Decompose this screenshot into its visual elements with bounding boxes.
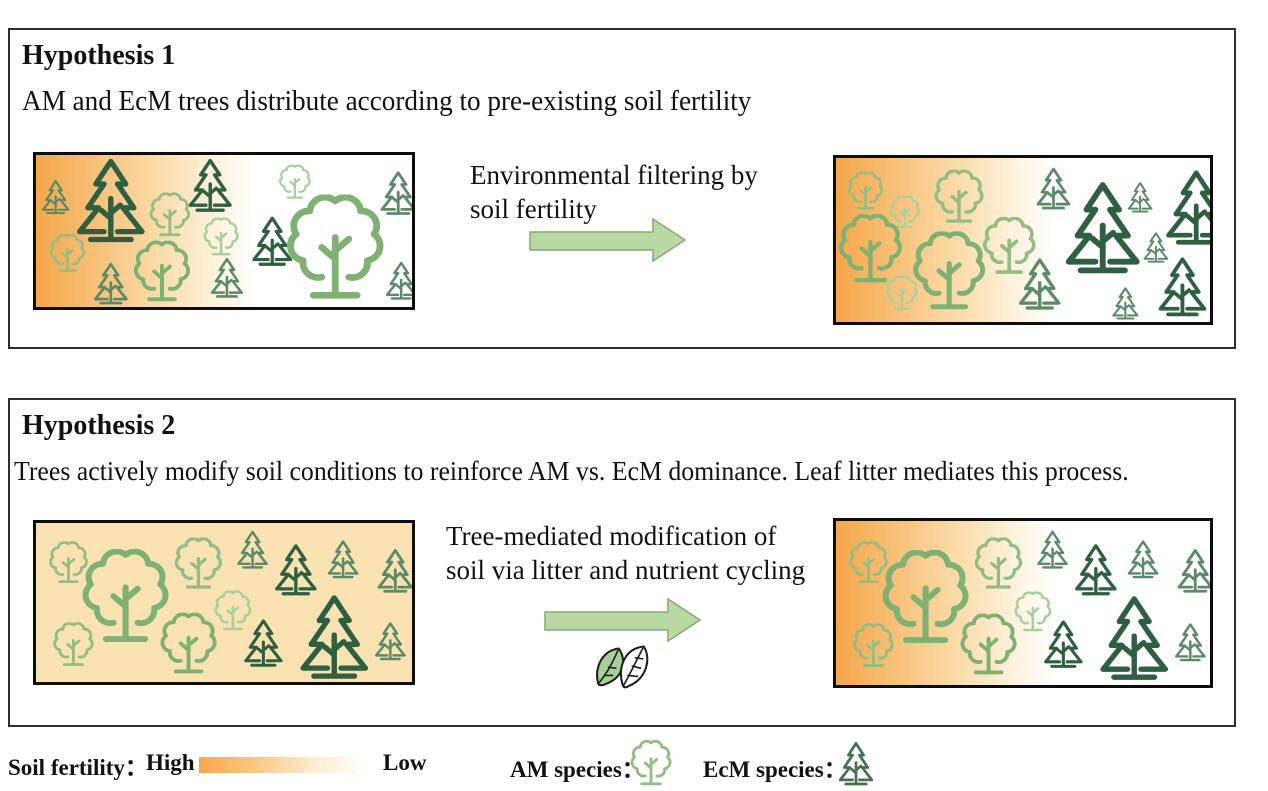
am-tree-icon — [886, 275, 918, 310]
ecm-tree-icon — [210, 257, 244, 298]
am-tree-icon — [49, 541, 88, 584]
am-tree-icon — [849, 541, 888, 584]
legend-am-species-label: AM species： — [510, 757, 645, 782]
am-tree-icon — [160, 612, 217, 674]
ecm-tree-icon — [244, 619, 283, 667]
hypothesis2-subtitle: Trees actively modify soil conditions to… — [14, 456, 1129, 486]
am-tree-icon — [853, 623, 894, 667]
soil-fertility-gradient-bar — [199, 757, 365, 773]
ecm-tree-icon — [1127, 182, 1153, 213]
am-tree-icon — [889, 195, 920, 228]
am-tree-icon — [841, 216, 900, 280]
h2-arrow-label-line2: soil via litter and nutrient cycling — [446, 555, 806, 585]
am-tree-icon — [630, 740, 672, 786]
h1-arrow-label-line1: Environmental filtering by — [470, 160, 758, 190]
h1-arrow-label-line2: soil fertility — [470, 194, 597, 224]
ecm-tree-icon — [93, 262, 128, 305]
am-tree-icon — [86, 552, 166, 640]
ecm-tree-icon — [327, 540, 359, 579]
legend-low-label: Low — [383, 750, 427, 775]
am-tree-icon — [279, 164, 311, 199]
am-tree-icon — [174, 537, 223, 589]
ecm-tree-icon — [237, 530, 268, 569]
leaf-litter-icon — [596, 645, 649, 689]
h2-left-trees — [49, 530, 412, 682]
am-tree-icon — [290, 197, 380, 295]
h1-sorted-forest-panel — [833, 155, 1213, 325]
ecm-tree-icon — [1103, 599, 1165, 677]
right-arrow-icon — [529, 217, 687, 263]
h1-arrow-label: Environmental filtering by soil fertilit… — [470, 158, 758, 226]
h2-uniform-soil-panel — [33, 520, 415, 685]
am-tree-icon — [203, 217, 239, 256]
right-arrow-icon — [544, 597, 702, 643]
am-tree-icon — [214, 590, 252, 631]
ecm-tree-icon — [1075, 544, 1117, 596]
h2-modified-soil-panel — [833, 518, 1213, 688]
am-tree-icon — [53, 622, 94, 666]
ecm-tree-icon — [41, 180, 70, 215]
h2-arrow-label: Tree-mediated modification of soil via l… — [446, 519, 805, 587]
am-tree-icon — [916, 233, 983, 306]
ecm-tree-icon — [1036, 167, 1071, 210]
am-tree-icon — [49, 233, 86, 272]
h2-right-trees — [849, 530, 1210, 685]
ecm-tree-icon — [1037, 530, 1068, 569]
ecm-tree-icon — [303, 598, 365, 676]
hypothesis1-title: Hypothesis 1 — [22, 40, 176, 71]
legend-soil-fertility-label: Soil fertility： — [8, 755, 148, 780]
ecm-tree-icon — [1112, 287, 1139, 320]
am-tree-icon — [982, 216, 1036, 274]
am-tree-icon — [1014, 591, 1052, 632]
ecm-tree-icon — [1174, 623, 1206, 662]
ecm-tree-icon — [1158, 257, 1207, 317]
ecm-tree-icon — [275, 544, 317, 596]
legend-ecm-species-label: EcM species： — [703, 757, 847, 782]
am-tree-icon — [934, 169, 984, 223]
ecm-tree-icon — [1018, 258, 1061, 310]
ecm-tree-icon — [838, 742, 874, 786]
am-tree-icon — [960, 613, 1017, 675]
ecm-tree-icon — [385, 261, 412, 300]
hypothesis1-subtitle: AM and EcM trees distribute according to… — [22, 86, 752, 117]
ecm-tree-icon — [1069, 185, 1137, 270]
ecm-tree-icon — [1169, 173, 1210, 242]
legend-high-label: High — [146, 750, 195, 775]
am-tree-icon — [974, 537, 1023, 589]
am-tree-icon — [133, 240, 191, 302]
ecm-tree-icon — [1127, 540, 1159, 579]
ecm-tree-icon — [80, 161, 142, 239]
ecm-tree-icon — [377, 549, 412, 593]
ecm-tree-icon — [374, 622, 406, 661]
am-tree-icon — [149, 192, 191, 237]
hypothesis2-title: Hypothesis 2 — [22, 410, 176, 441]
ecm-tree-icon — [1044, 620, 1083, 668]
ecm-tree-icon — [188, 158, 232, 212]
h2-arrow-label-line1: Tree-mediated modification of — [446, 521, 777, 551]
h1-left-trees — [41, 158, 412, 305]
ecm-tree-icon — [252, 216, 293, 266]
am-tree-icon — [847, 171, 884, 210]
ecm-tree-icon — [380, 171, 412, 215]
ecm-tree-icon — [1177, 548, 1210, 593]
ecm-tree-icon — [1143, 232, 1169, 263]
h1-mixed-forest-panel — [33, 152, 415, 310]
h1-right-trees — [836, 167, 1210, 320]
am-tree-icon — [886, 552, 966, 640]
